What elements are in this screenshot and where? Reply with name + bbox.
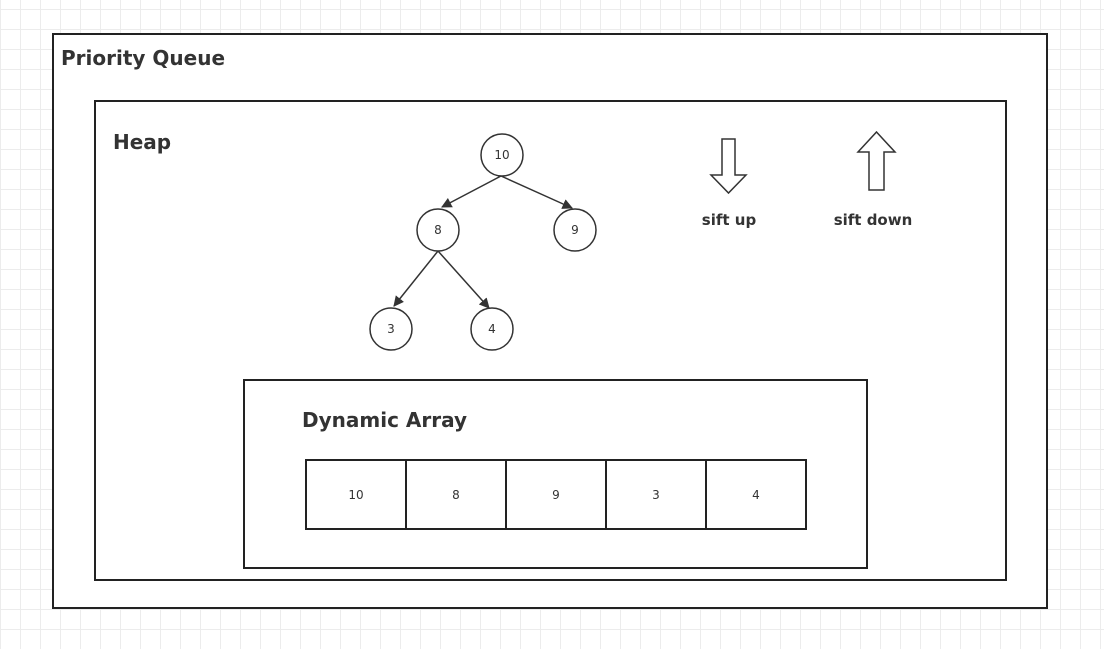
- array-cell: 4: [752, 487, 760, 502]
- down-arrow-outline-icon: [709, 138, 748, 195]
- heap-node: 3: [369, 307, 413, 351]
- heap-node: 10: [480, 133, 524, 177]
- heap-node-label: 3: [387, 322, 395, 336]
- dynamic-array-title: Dynamic Array: [302, 408, 468, 432]
- sift-up-label: sift up: [701, 211, 757, 229]
- array-cell: 9: [507, 461, 607, 528]
- array-cell: 3: [607, 461, 707, 528]
- sift-down-label: sift down: [833, 211, 913, 229]
- tree-edge-8-4: [437, 250, 490, 309]
- tree-edge-8-3: [393, 250, 439, 307]
- heap-node: 8: [416, 208, 460, 252]
- heap-node-label: 9: [571, 223, 579, 237]
- heap-node-label: 4: [488, 322, 496, 336]
- heap-node-label: 8: [434, 223, 442, 237]
- heap-node: 9: [553, 208, 597, 252]
- heap-node-label: 10: [494, 148, 509, 162]
- dynamic-array-cells: 10 8 9 3 4: [305, 459, 807, 530]
- heap-title: Heap: [113, 130, 172, 154]
- heap-node: 4: [470, 307, 514, 351]
- array-cell: 8: [407, 461, 507, 528]
- array-cell: 10: [307, 461, 407, 528]
- tree-edge-10-8: [441, 175, 502, 208]
- priority-queue-title: Priority Queue: [61, 46, 226, 70]
- tree-edge-10-9: [500, 175, 573, 209]
- up-arrow-outline-icon: [856, 130, 897, 191]
